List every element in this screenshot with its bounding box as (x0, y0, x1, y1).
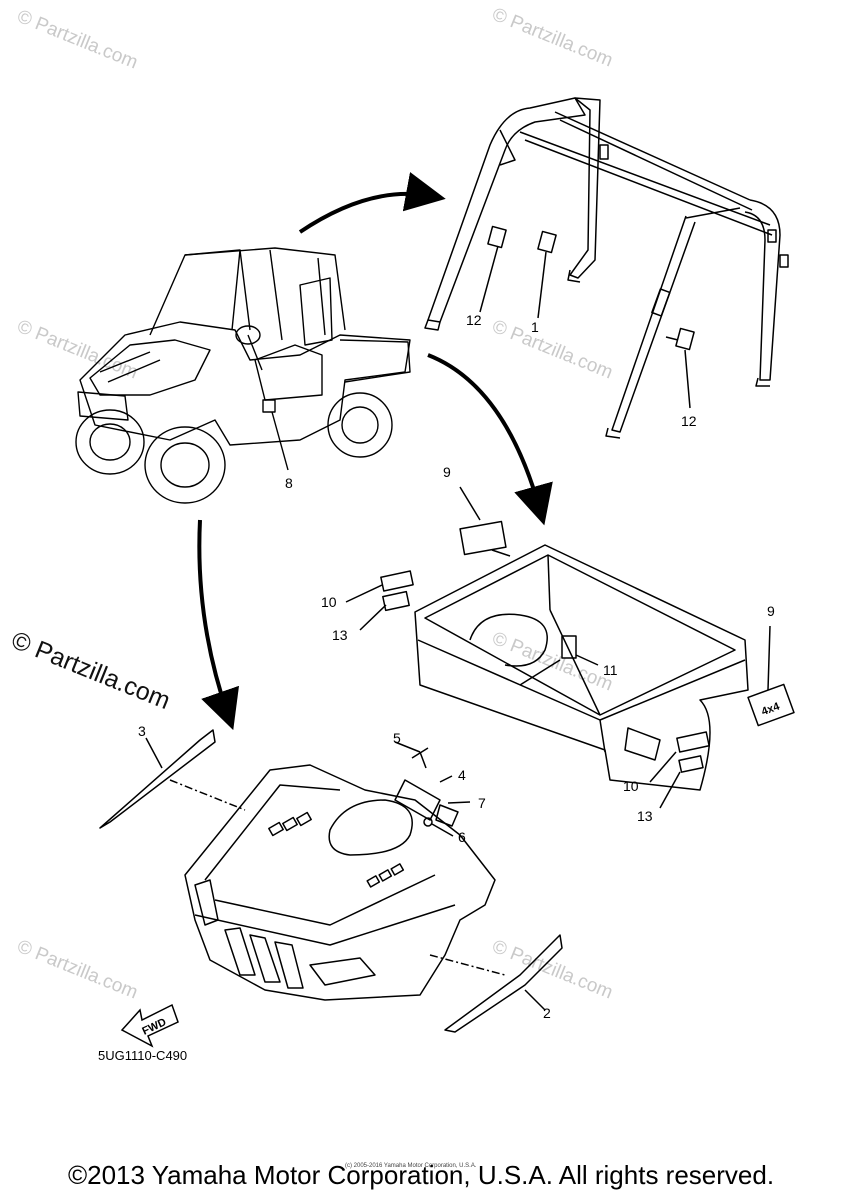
diagram-code: 5UG1110-C490 (98, 1048, 188, 1063)
callout-11: 11 (603, 662, 618, 678)
callout-12: 12 (681, 413, 697, 429)
small-copyright: (c) 2005-2016 Yamaha Motor Corporation, … (345, 1163, 477, 1169)
callout-6: 6 (458, 829, 466, 845)
arrow-to-bed (427, 353, 553, 526)
callout-9: 9 (767, 603, 775, 619)
callout-7: 7 (478, 795, 486, 811)
svg-text:4x4: 4x4 (760, 700, 782, 718)
copyright-footer: ©2013 Yamaha Motor Corporation, U.S.A. A… (67, 1160, 775, 1190)
arrow-to-cage (298, 172, 446, 234)
roll-cage (424, 97, 789, 439)
callout-9: 9 (443, 464, 451, 480)
callout-12: 12 (466, 312, 482, 328)
callout-10: 10 (623, 778, 639, 794)
callout-13: 13 (332, 627, 348, 643)
vehicle-illustration (75, 247, 411, 504)
callout-10: 10 (321, 594, 337, 610)
callout-1: 1 (531, 319, 539, 335)
callout-3: 3 (138, 723, 146, 739)
callout-8: 8 (285, 475, 293, 491)
fwd-arrow-icon: FWD (120, 1003, 179, 1048)
cargo-bed: 4x4 (345, 486, 795, 809)
callout-2: 2 (543, 1005, 551, 1021)
callout-4: 4 (458, 767, 466, 783)
arrow-to-hood (197, 519, 240, 731)
callout-5: 5 (393, 730, 401, 746)
front-hood (99, 729, 563, 1033)
callout-13: 13 (637, 808, 653, 824)
